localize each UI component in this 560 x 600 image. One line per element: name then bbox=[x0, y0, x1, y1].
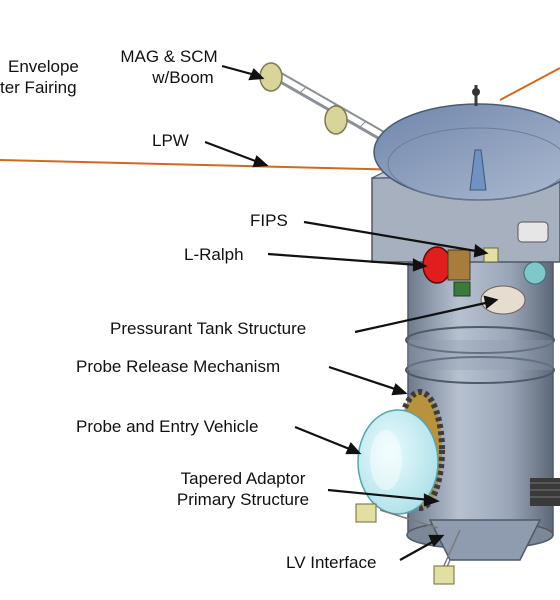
label-fips: FIPS bbox=[250, 211, 288, 230]
mag-sensor-outer bbox=[259, 62, 283, 92]
label-probe-release: Probe Release Mechanism bbox=[76, 357, 281, 376]
label-envelope-line1: Envelope bbox=[8, 57, 79, 76]
label-mag-line2: w/Boom bbox=[152, 68, 214, 87]
label-probe-entry: Probe and Entry Vehicle bbox=[76, 417, 259, 436]
leader-pressurant bbox=[354, 300, 491, 334]
label-mag-line1: MAG & SCM bbox=[120, 47, 218, 66]
leader-lralph bbox=[267, 252, 419, 267]
label-envelope-fairing: Envelope ter Fairing bbox=[0, 56, 79, 98]
leader-mag bbox=[221, 64, 256, 77]
label-mag-scm: MAG & SCM w/Boom bbox=[104, 46, 234, 88]
tapered-adaptor bbox=[428, 519, 542, 561]
solar-array-edge bbox=[530, 478, 560, 506]
fips-instrument bbox=[483, 247, 499, 263]
label-envelope-line2: ter Fairing bbox=[0, 78, 77, 97]
side-camera bbox=[517, 221, 549, 243]
lpw-antenna-upper-right bbox=[499, 67, 560, 101]
label-lv-interface: LV Interface bbox=[286, 553, 377, 572]
scm-sensor bbox=[324, 105, 348, 135]
l-ralph-body bbox=[447, 249, 471, 281]
dish-feed bbox=[469, 149, 487, 191]
lv-interface-pad-left bbox=[355, 503, 377, 523]
leader-tapered bbox=[327, 488, 431, 502]
label-lralph: L-Ralph bbox=[184, 245, 244, 264]
label-pressurant-word: Pressurant bbox=[110, 319, 193, 338]
leader-lv bbox=[399, 539, 437, 561]
bus-ring-lower bbox=[405, 356, 555, 384]
l-ralph-lens bbox=[422, 246, 452, 284]
l-ralph-circuit bbox=[453, 281, 471, 297]
label-pressurant-tank: Pressurant Tank Structure bbox=[110, 318, 306, 339]
leader-lines bbox=[204, 64, 499, 561]
probe-aeroshell bbox=[357, 409, 439, 515]
label-lpw: LPW bbox=[152, 131, 189, 150]
lv-interface-pad-bottom bbox=[433, 565, 455, 585]
pressurant-tank bbox=[480, 285, 526, 315]
leader-fips bbox=[303, 220, 483, 254]
lpw-antenna-left bbox=[0, 159, 406, 171]
leader-lpw bbox=[204, 140, 259, 164]
label-tapered-line2: Primary Structure bbox=[176, 490, 310, 509]
label-pressurant-rest: Tank Structure bbox=[192, 319, 307, 338]
label-tapered-adaptor: Tapered Adaptor Primary Structure bbox=[156, 468, 330, 510]
leader-release bbox=[328, 365, 399, 392]
leader-entry bbox=[294, 425, 353, 452]
bus-ring-upper bbox=[405, 326, 555, 354]
label-tapered-line1: Tapered Adaptor bbox=[180, 469, 306, 488]
